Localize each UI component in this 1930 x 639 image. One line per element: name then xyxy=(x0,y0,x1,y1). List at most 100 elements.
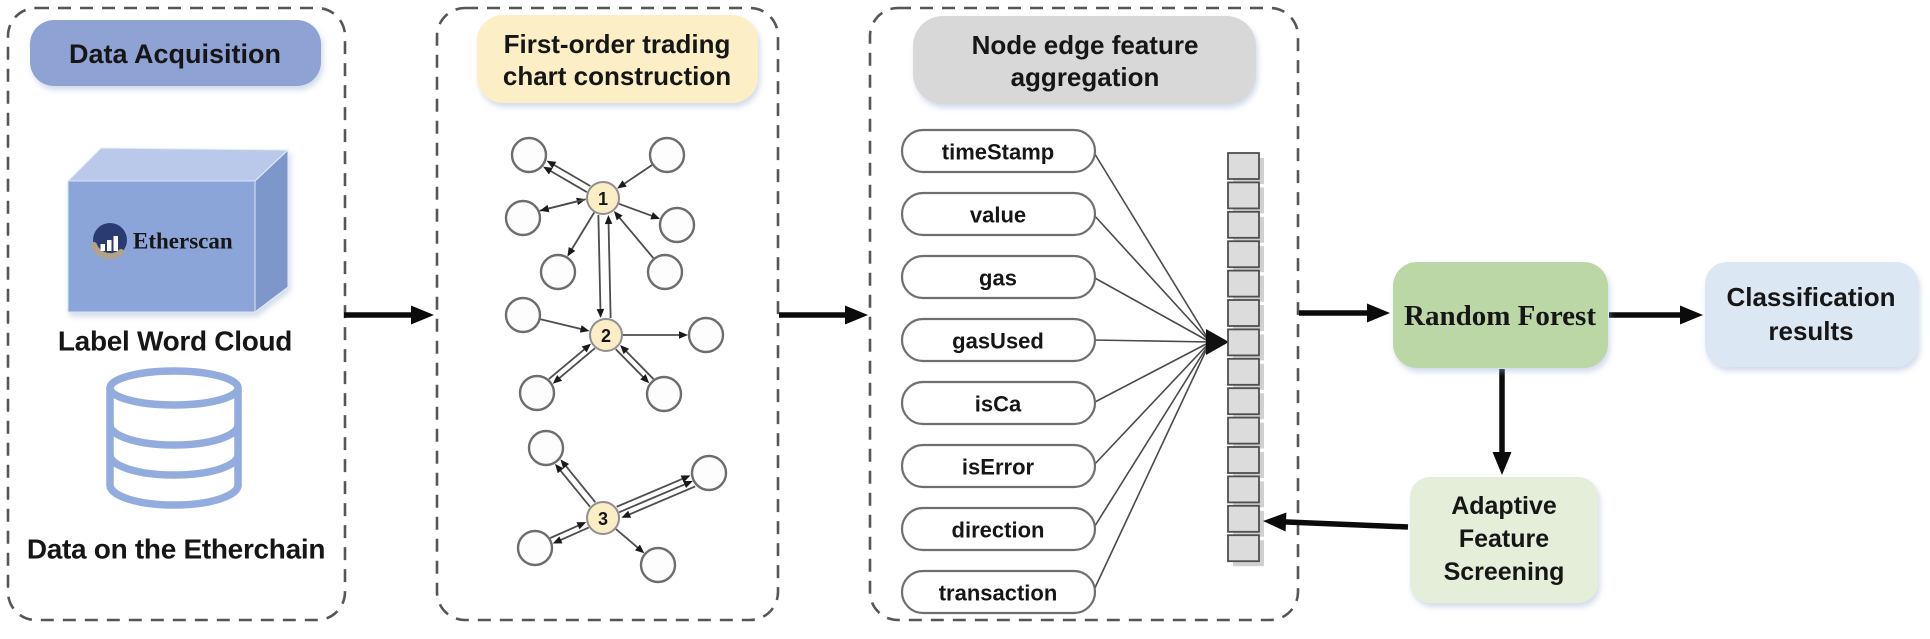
converge-wedge-icon xyxy=(1206,329,1229,355)
graph-edge xyxy=(546,198,586,210)
graph-account-node-9 xyxy=(518,374,556,412)
feature-pill-value xyxy=(900,191,1097,237)
feature-label-gas: gas xyxy=(979,266,1017,291)
vector-cell-4 xyxy=(1227,240,1260,269)
graph-edge-arrowhead-icon xyxy=(560,459,570,469)
graph-account-node-6 xyxy=(646,253,684,291)
panel-border xyxy=(6,6,347,622)
vector-cell-3 xyxy=(1227,210,1260,239)
feature-pill-gasUsed xyxy=(900,317,1097,363)
feature-label-value: value xyxy=(970,203,1026,228)
graph-edge-arrowhead-icon xyxy=(613,211,623,221)
graph-edge-arrowhead-icon xyxy=(543,166,553,175)
first-order-header xyxy=(477,15,758,103)
graph-edge xyxy=(557,347,596,380)
graph-edge xyxy=(552,163,591,187)
vector-cell-5 xyxy=(1227,269,1260,298)
graph-edge xyxy=(615,528,640,550)
panel-border xyxy=(868,6,1300,622)
graph-account-node-12 xyxy=(690,454,728,492)
arrow-screening-to-vector-head-icon xyxy=(1263,512,1287,532)
first-order-title-line2: chart construction xyxy=(503,61,731,91)
graph-edge-arrowhead-icon xyxy=(552,536,563,544)
graph-edge-arrowhead-icon xyxy=(567,246,576,257)
graph-edge-arrowhead-icon xyxy=(579,325,590,333)
graph-center-node-1 xyxy=(586,181,620,215)
panel-first-order-trading: First-order trading chart construction 1… xyxy=(435,6,780,622)
graph-edge xyxy=(597,214,602,312)
feature-line-direction xyxy=(1092,341,1211,530)
feature-line-gas xyxy=(1092,276,1211,343)
graph-account-node-5 xyxy=(539,253,577,291)
vector-cell-7 xyxy=(1227,328,1260,357)
feature-label-timeStamp: timeStamp xyxy=(942,140,1054,165)
graph-edge-arrowhead-icon xyxy=(620,345,630,355)
graph-edge-arrowhead-icon xyxy=(679,331,688,339)
arrow-vector-to-random-forest-head-icon xyxy=(1367,303,1390,323)
feature-label-isError: isError xyxy=(962,455,1035,480)
vector-cell-14 xyxy=(1227,534,1260,563)
etherscan-logo-icon: Etherscan xyxy=(91,223,233,260)
arrow-chart-to-aggregation-head-icon xyxy=(845,305,868,325)
vector-cell-12 xyxy=(1227,475,1260,504)
vector-cell-2 xyxy=(1227,181,1260,210)
arrow-screening-to-vector xyxy=(1280,518,1409,530)
graph-edge-arrowhead-icon xyxy=(576,522,587,530)
database-icon xyxy=(106,367,242,509)
feature-line-isCa xyxy=(1092,341,1211,404)
feature-pill-timeStamp xyxy=(900,128,1097,174)
graph-edge-arrowhead-icon xyxy=(596,308,605,319)
graph-edge xyxy=(558,468,591,508)
vector-cell-9 xyxy=(1227,387,1260,416)
graph-edge xyxy=(615,348,645,379)
first-order-title-line1: First-order trading xyxy=(504,29,731,59)
data-acquisition-title: Data Acquisition xyxy=(69,39,281,69)
graph-center-node-label-1: 1 xyxy=(598,189,608,209)
feature-line-transaction xyxy=(1092,341,1211,593)
feature-label-direction: direction xyxy=(952,518,1045,543)
graph-center-node-label-2: 2 xyxy=(601,326,611,346)
feature-pill-gas xyxy=(900,254,1097,300)
graph-account-node-4 xyxy=(658,206,696,244)
graph-edge xyxy=(540,318,583,331)
classification-results-line2: results xyxy=(1768,316,1853,346)
adaptive-feature-screening-rect xyxy=(1410,477,1598,603)
graph-edge xyxy=(617,215,655,259)
feature-label-transaction: transaction xyxy=(939,581,1058,606)
aggregation-title-line2: aggregation xyxy=(1011,62,1160,92)
classification-results-box: Classification results xyxy=(1705,262,1918,367)
adaptive-line1: Adaptive xyxy=(1451,492,1557,520)
graph-edge-arrowhead-icon xyxy=(539,204,550,213)
random-forest-label: Random Forest xyxy=(1404,300,1596,332)
graph-edge-arrowhead-icon xyxy=(621,510,632,518)
graph-account-node-11 xyxy=(527,429,565,467)
graph-edge xyxy=(548,169,588,193)
random-forest-rect xyxy=(1393,262,1608,368)
feature-label-isCa: isCa xyxy=(975,392,1022,417)
graph-edge xyxy=(618,482,687,514)
adaptive-feature-screening-box: Adaptive Feature Screening xyxy=(1410,477,1598,603)
classification-results-line1: Classification xyxy=(1726,282,1895,312)
feature-pill-isCa xyxy=(900,380,1097,426)
adaptive-line3: Screening xyxy=(1444,558,1565,586)
graph-edge xyxy=(616,477,685,508)
graph-center-node-3 xyxy=(586,501,620,535)
graph-edge-arrowhead-icon xyxy=(635,544,645,554)
feature-line-timeStamp xyxy=(1092,150,1211,343)
graph-center-node-label-3: 3 xyxy=(598,509,608,529)
etherscan-cube-icon: Etherscan xyxy=(66,147,290,314)
vector-cell-8 xyxy=(1227,357,1260,386)
etherchain-data-caption: Data on the Etherchain xyxy=(27,534,325,565)
graph-account-node-1 xyxy=(510,136,548,174)
vector-cell-1 xyxy=(1227,152,1260,180)
graph-edge-arrowhead-icon xyxy=(640,374,650,384)
graph-account-node-2 xyxy=(648,136,686,174)
graph-edge xyxy=(548,347,587,380)
graph-account-node-10 xyxy=(645,375,683,413)
random-forest-box: Random Forest xyxy=(1393,262,1608,368)
arrow-random-forest-to-results-head-icon xyxy=(1680,305,1703,325)
adaptive-line2: Feature xyxy=(1459,525,1549,553)
feature-pills: timeStampvaluegasgasUsedisCaisErrordirec… xyxy=(900,128,1097,615)
graph-edge-arrowhead-icon xyxy=(617,180,627,189)
feature-line-value xyxy=(1092,213,1211,343)
